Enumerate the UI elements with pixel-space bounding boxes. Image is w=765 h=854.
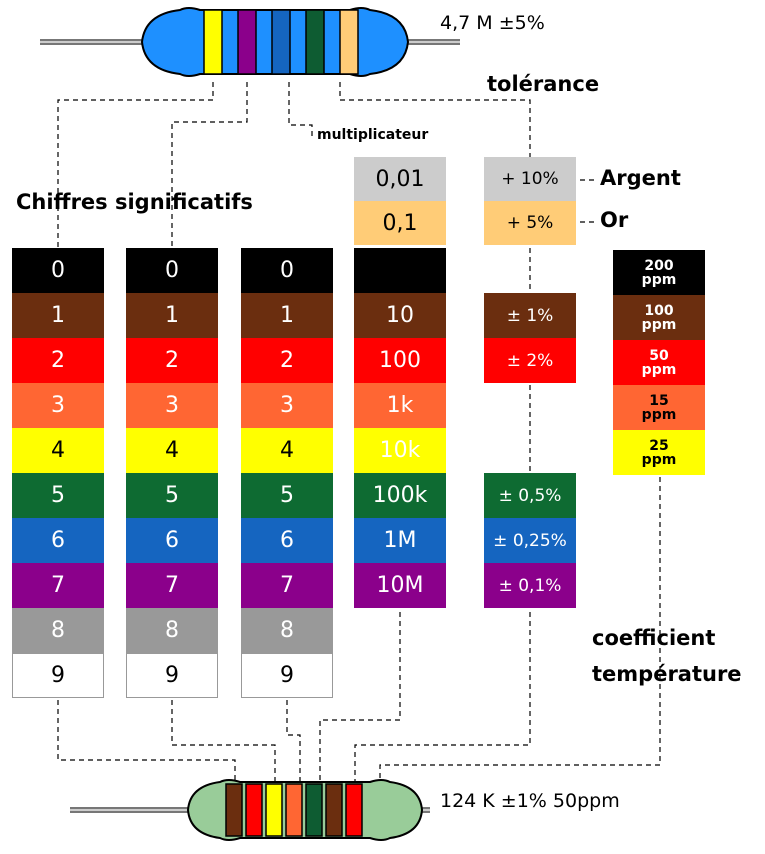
resistor-band xyxy=(345,783,363,837)
significant-digits-label: Chiffres significatifs xyxy=(16,190,253,214)
digit-cell: 4 xyxy=(126,428,218,473)
multiplier-cell-gold: 0,1 xyxy=(354,201,446,245)
connector-line xyxy=(379,477,661,790)
resistor-band xyxy=(245,783,263,837)
digit-cell: 4 xyxy=(241,428,333,473)
silver-label: Argent xyxy=(600,166,681,190)
temp-coeff-value: 200 xyxy=(644,257,674,274)
multiplier-cell xyxy=(354,248,446,293)
tolerance-label: tolérance xyxy=(487,72,600,96)
temp-coeff-unit: ppm xyxy=(641,361,677,378)
resistor-band xyxy=(237,9,257,75)
resistor-band xyxy=(203,9,223,75)
temp-coeff-label-line1: coefficient xyxy=(592,626,716,650)
digit-cell: 6 xyxy=(241,518,333,563)
resistor-band xyxy=(271,9,291,75)
digit-cell: 0 xyxy=(241,248,333,293)
bottom-resistor-value: 124 K ±1% 50ppm xyxy=(440,790,620,812)
connector-line xyxy=(319,612,401,790)
digit-cell: 7 xyxy=(12,563,104,608)
connector-line xyxy=(57,700,236,790)
resistor-band xyxy=(225,783,243,837)
resistor-body xyxy=(186,779,424,841)
digit-cell: 9 xyxy=(12,653,104,698)
tolerance-cell-silver: + 10% xyxy=(484,157,576,201)
multiplier-label: multiplicateur xyxy=(317,127,429,143)
digit-cell: 1 xyxy=(241,293,333,338)
tolerance-cell: ± 0,25% xyxy=(484,518,576,563)
resistor-band xyxy=(325,783,343,837)
digit-cell: 5 xyxy=(126,473,218,518)
temp-coeff-unit: ppm xyxy=(641,451,677,468)
digit-cell: 3 xyxy=(241,383,333,428)
digit-cell: 2 xyxy=(12,338,104,383)
tolerance-cell: ± 1% xyxy=(484,293,576,338)
multiplier-cell: 100k xyxy=(354,473,446,518)
bottom-resistor xyxy=(70,779,430,841)
tolerance-cell: ± 2% xyxy=(484,338,576,383)
tolerance-cell: ± 0,1% xyxy=(484,563,576,608)
connector-line xyxy=(171,82,248,248)
digit-cell: 1 xyxy=(126,293,218,338)
resistor-band xyxy=(339,9,359,75)
multiplier-cell: 100 xyxy=(354,338,446,383)
digit-cell: 6 xyxy=(12,518,104,563)
multiplier-cell: 10M xyxy=(354,563,446,608)
multiplier-cell: 10 xyxy=(354,293,446,338)
digit-cell: 2 xyxy=(126,338,218,383)
digit-cell: 9 xyxy=(241,653,333,698)
temp-coeff-value: 15 xyxy=(649,392,669,409)
temp-coeff-unit: ppm xyxy=(641,271,677,288)
resistor-band xyxy=(265,783,283,837)
connector-line xyxy=(339,82,531,157)
connector-line xyxy=(286,700,301,790)
digit-cell: 9 xyxy=(126,653,218,698)
top-resistor xyxy=(40,7,460,77)
digit-cell: 8 xyxy=(12,608,104,653)
temp-coeff-value: 25 xyxy=(649,437,669,454)
temp-coeff-unit: ppm xyxy=(641,406,677,423)
temp-coeff-label-line2: température xyxy=(592,662,742,686)
top-resistor-value: 4,7 M ±5% xyxy=(440,12,545,34)
gold-label: Or xyxy=(600,208,629,232)
temp-coeff-unit: ppm xyxy=(641,316,677,333)
connector-line xyxy=(57,82,214,248)
tolerance-cell-gold: + 5% xyxy=(484,201,576,245)
digit-cell: 4 xyxy=(12,428,104,473)
resistor-band xyxy=(305,9,325,75)
digit-cell: 0 xyxy=(126,248,218,293)
digit-cell: 5 xyxy=(241,473,333,518)
digit-cell: 2 xyxy=(241,338,333,383)
digit-cell: 8 xyxy=(126,608,218,653)
digit-cell: 5 xyxy=(12,473,104,518)
digit-cell: 6 xyxy=(126,518,218,563)
multiplier-cell: 1k xyxy=(354,383,446,428)
digit-cell: 1 xyxy=(12,293,104,338)
multiplier-cell: 1M xyxy=(354,518,446,563)
digit-cell: 8 xyxy=(241,608,333,653)
tolerance-cell: ± 0,5% xyxy=(484,473,576,518)
multiplier-cell: 10k xyxy=(354,428,446,473)
digit-cell: 7 xyxy=(126,563,218,608)
multiplier-cell-silver: 0,01 xyxy=(354,157,446,201)
resistor-band xyxy=(305,783,323,837)
connector-line xyxy=(288,82,313,138)
resistor-band xyxy=(285,783,303,837)
connector-line xyxy=(354,612,531,790)
connector-line xyxy=(171,700,276,790)
digit-cell: 0 xyxy=(12,248,104,293)
digit-cell: 3 xyxy=(126,383,218,428)
temp-coeff-value: 50 xyxy=(649,347,669,364)
temp-coeff-value: 100 xyxy=(644,302,674,319)
digit-cell: 7 xyxy=(241,563,333,608)
digit-cell: 3 xyxy=(12,383,104,428)
